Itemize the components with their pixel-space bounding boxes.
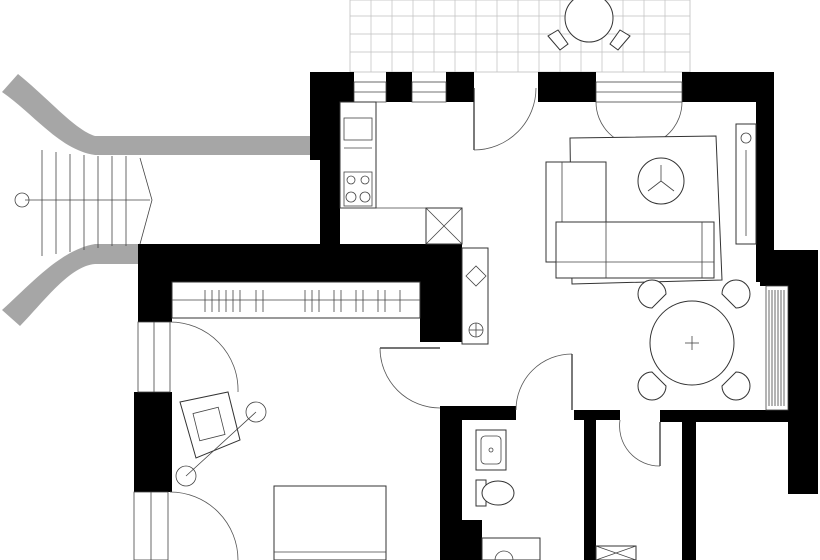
terrace	[349, 0, 691, 73]
terrace-table-icon	[547, 0, 631, 51]
radiator-icon	[768, 290, 785, 406]
armchair-icon	[175, 391, 267, 487]
tv-cabinet-icon	[735, 123, 757, 245]
coffee-table-icon	[637, 157, 685, 205]
kitchen-icon	[339, 101, 489, 345]
round-table-icon	[637, 279, 751, 401]
door-swing-icon	[169, 87, 683, 560]
toilet-icon	[475, 479, 515, 507]
walls	[134, 72, 818, 560]
shower-icon	[481, 537, 637, 560]
sofa-icon	[545, 135, 723, 285]
bed-icon	[273, 485, 387, 560]
exterior-stair-icon	[2, 74, 310, 326]
sink-icon	[475, 429, 507, 471]
wardrobe-icon	[171, 281, 421, 319]
